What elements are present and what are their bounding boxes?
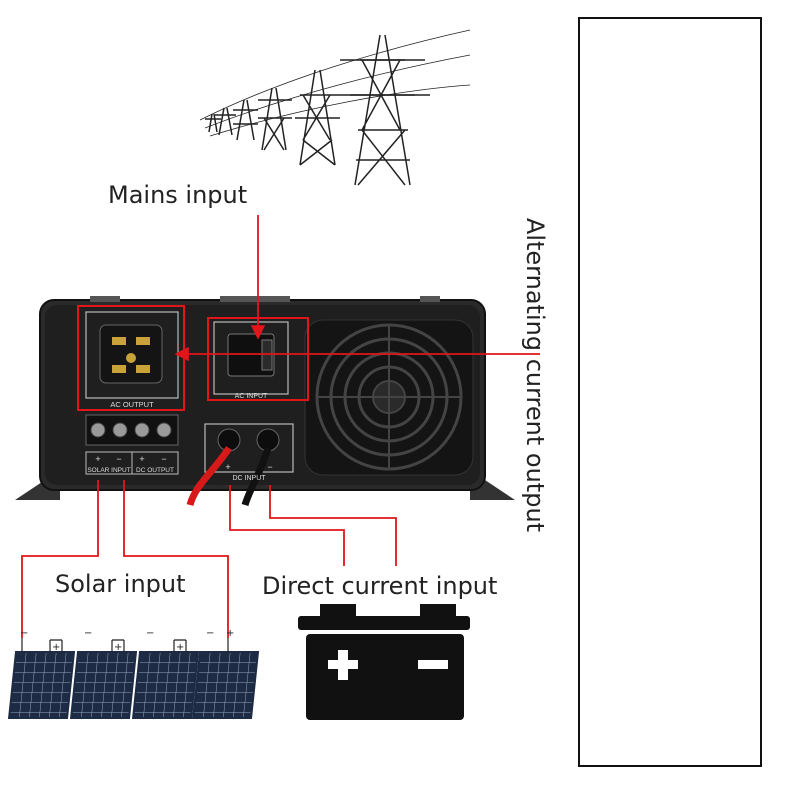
solar-input-panel-label: SOLAR INPUT: [87, 467, 130, 474]
solar-input-label: Solar input: [55, 570, 186, 598]
svg-text:+: +: [114, 642, 122, 653]
dc-input-panel-label: DC INPUT: [232, 475, 266, 482]
ac-input-panel-label: AC INPUT: [235, 393, 268, 400]
svg-text:−: −: [146, 628, 154, 639]
plus-sign: +: [95, 454, 100, 464]
svg-text:−: −: [206, 628, 214, 639]
minus-sign: −: [161, 454, 166, 464]
svg-text:+: +: [226, 628, 234, 639]
svg-text:−: −: [20, 628, 28, 639]
ac-output-panel-label: AC OUTPUT: [110, 400, 154, 409]
plus-sign: +: [139, 454, 144, 464]
mains-input-label: Mains input: [108, 181, 248, 209]
solar-panels-icon: − + − + − + − +: [7, 628, 260, 719]
cooling-fan-icon: [304, 319, 474, 476]
dc-input-label: Direct current input: [262, 572, 498, 600]
ac-output-label: Alternating current output: [521, 217, 549, 533]
svg-text:+: +: [176, 642, 184, 653]
solar-wires: [21, 480, 229, 638]
power-pylons-icon: [199, 29, 471, 186]
appliance-panel: [578, 17, 762, 767]
minus-sign: −: [116, 454, 121, 464]
dc-wires: [229, 485, 397, 566]
minus-sign: −: [267, 462, 272, 472]
dc-output-panel-label: DC OUTPUT: [136, 467, 174, 474]
svg-text:−: −: [84, 628, 92, 639]
plus-sign: +: [225, 462, 230, 472]
battery-icon: [298, 604, 470, 720]
inverter-unit: [15, 296, 515, 507]
svg-text:+: +: [52, 642, 60, 653]
